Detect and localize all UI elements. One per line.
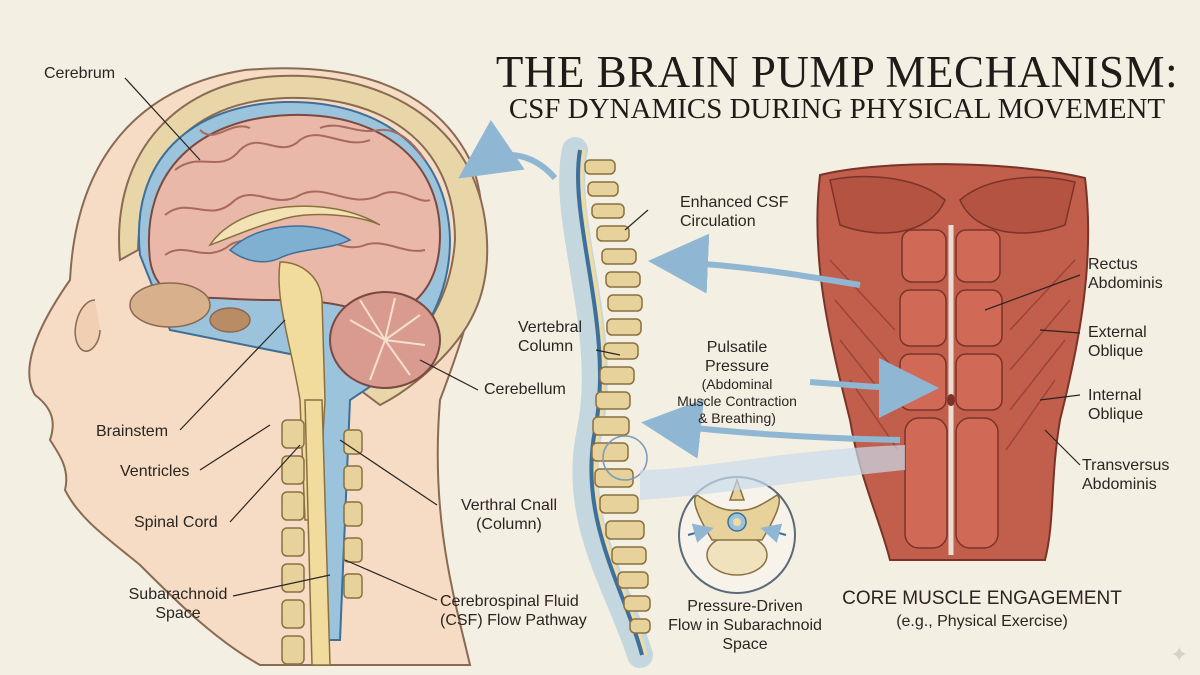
navel [947,394,955,406]
brain-folds [164,124,431,256]
flow-arrows [458,119,939,459]
corpus-callosum [208,205,381,247]
page-title: THE BRAIN PUMP MECHANISM: [495,47,1179,97]
skull [118,74,489,407]
lower-blue-band [640,445,905,500]
label-brainstem: Brainstem [96,423,169,440]
label-core-example: (e.g., Physical Exercise) [896,613,1068,630]
cerebellum-arbor [349,297,426,381]
label-spinal-cord: Spinal Cord [134,514,218,531]
sparkle-icon: ✦ [1170,642,1189,667]
label-csf-pathway: Cerebrospinal Fluid(CSF) Flow Pathway [440,593,587,629]
spine-vertebrae [584,159,651,634]
label-cerebrum: Cerebrum [44,65,116,82]
pectoral-left [829,175,946,234]
cervical-vertebrae [281,419,363,665]
label-cerebellum: Cerebellum [484,381,566,398]
oblique-fibers [829,259,1076,451]
label-verthral-canal: Verthral Cnall(Column) [460,497,558,533]
sinus [129,282,211,328]
pectoral-right [959,176,1076,234]
spine-flow-lines [559,137,653,668]
ventricle-shape [228,225,352,263]
spine-illustration [559,137,653,668]
leader-lines [124,77,1081,601]
torso-illustration [816,163,1090,561]
label-core-muscle-engagement: CORE MUSCLE ENGAGEMENT [842,588,1122,609]
ear [74,299,101,352]
page-subtitle: CSF DYNAMICS DURING PHYSICAL MOVEMENT [508,93,1166,125]
label-ventricles: Ventricles [120,463,190,480]
head-illustration [28,67,489,666]
spinal-cord-shape [304,399,331,666]
nasal-cavity [209,307,251,333]
